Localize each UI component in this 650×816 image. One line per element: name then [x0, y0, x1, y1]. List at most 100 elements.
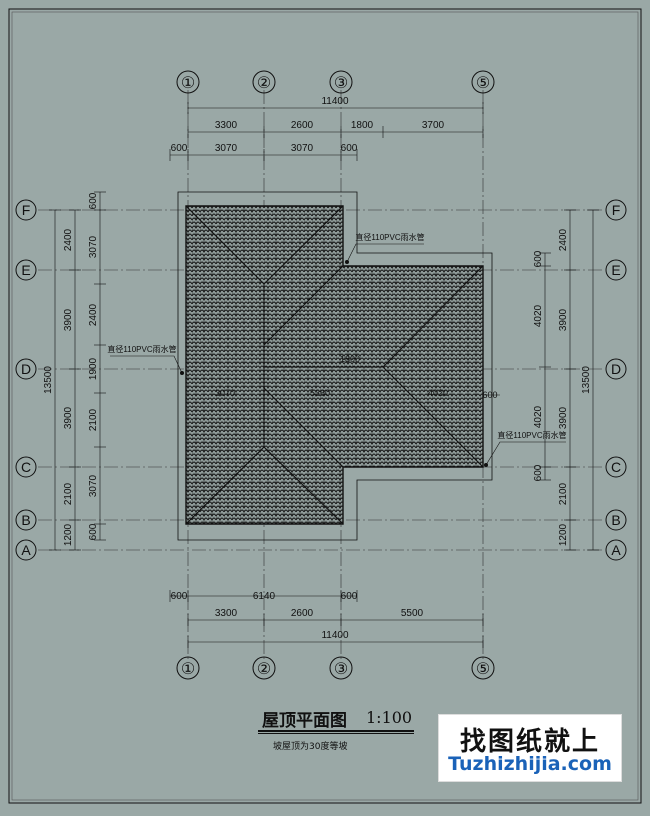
dimension-text: 600 [171, 143, 188, 154]
axis-bubble-v-bottom: ⑤ [471, 656, 495, 680]
dimension-text: 3300 [215, 120, 238, 131]
ridge-label: 1800 [340, 354, 360, 364]
axis-label: B [611, 512, 620, 528]
dimension-text: 3900 [558, 406, 569, 429]
axis-label: ⑤ [476, 661, 490, 678]
drawing-frame-inner [11, 11, 639, 801]
offset-label: 600 [482, 390, 497, 400]
axis-bubble-h-left: E [15, 259, 37, 281]
axis-bubble-v-bottom: ② [252, 656, 276, 680]
axis-bubble-h-left: C [15, 456, 37, 478]
dimension-text: 2100 [88, 408, 99, 431]
watermark-box: 找图纸就上 Tuzhizhijia.com [438, 714, 622, 782]
dimension-text: 600 [533, 464, 544, 481]
right-dimensions [483, 209, 599, 551]
roof-tiles [185, 205, 484, 525]
drawing-scale: 1:100 [366, 708, 413, 727]
dimension-text: 3300 [215, 608, 238, 619]
axis-bubble-v-top: ⑤ [471, 70, 495, 94]
dimension-text: 600 [341, 143, 358, 154]
dimension-text: 2600 [291, 608, 314, 619]
axis-bubble-h-left: D [15, 358, 37, 380]
dimension-text: 13500 [43, 366, 54, 394]
axis-bubble-v-top: ③ [329, 70, 353, 94]
axis-label: F [612, 202, 621, 218]
axis-label: F [22, 202, 31, 218]
axis-label: ② [257, 75, 271, 92]
dimension-text: 600 [533, 250, 544, 267]
axis-bubble-h-right: C [605, 456, 627, 478]
ridge-label: 4020 [428, 388, 448, 398]
axis-bubble-v-top: ② [252, 70, 276, 94]
dimension-text: 6140 [253, 591, 276, 602]
dimension-text: 4020 [533, 304, 544, 327]
axis-label: C [611, 459, 621, 475]
axis-bubble-h-left: A [15, 539, 37, 561]
dimension-text: 11400 [321, 630, 349, 641]
dimension-text: 3070 [88, 474, 99, 497]
annotation-texts: 直径110PVC雨水管直径110PVC雨水管直径110PVC雨水管1800307… [107, 232, 566, 440]
dimension-text: 3900 [63, 308, 74, 331]
axis-bubble-h-left: B [15, 509, 37, 531]
dimension-text: 13500 [581, 366, 592, 394]
axis-bubble-h-right: F [605, 199, 627, 221]
drawing-frame [8, 8, 642, 804]
axis-label: C [21, 459, 31, 475]
dimension-text: 3070 [291, 143, 314, 154]
roof-hips [185, 205, 484, 525]
dimension-text: 600 [88, 192, 99, 209]
axis-label: ① [181, 75, 195, 92]
drawing-subtitle: 坡屋顶为30度等坡 [273, 742, 348, 752]
dimension-text: 600 [171, 591, 188, 602]
axis-label: ② [257, 661, 271, 678]
dimension-text: 1800 [351, 120, 374, 131]
axis-label: D [611, 361, 621, 377]
axis-label: D [21, 361, 31, 377]
axis-label: B [21, 512, 30, 528]
dimension-text: 3070 [88, 235, 99, 258]
dimension-text: 5500 [401, 608, 424, 619]
dimension-text: 4020 [533, 405, 544, 428]
dimension-text: 2100 [558, 482, 569, 505]
axis-bubble-h-right: B [605, 509, 627, 531]
axis-bubble-v-bottom: ③ [329, 656, 353, 680]
watermark-text: 找图纸就上 [459, 727, 600, 757]
axis-bubble-h-right: A [605, 539, 627, 561]
dimension-text: 2100 [63, 482, 74, 505]
dimension-text: 2400 [88, 303, 99, 326]
pipe-label: 直径110PVC雨水管 [107, 344, 176, 354]
dimension-text: 1900 [88, 357, 99, 380]
axis-bubble-h-left: F [15, 199, 37, 221]
axis-label: ③ [334, 661, 348, 678]
axis-bubble-v-bottom: ① [176, 656, 200, 680]
axis-label: A [611, 542, 621, 558]
dimension-text: 2600 [291, 120, 314, 131]
axis-label: A [21, 542, 31, 558]
dimension-text: 3700 [422, 120, 445, 131]
dimension-text: 2400 [63, 228, 74, 251]
leader-lines [110, 243, 566, 466]
left-dimensions [49, 191, 106, 551]
ridge-label: 3070 [215, 388, 235, 398]
bottom-dimensions [169, 590, 484, 648]
axis-bubble-h-right: D [605, 358, 627, 380]
title-underline-thin [258, 733, 414, 734]
axis-label: ⑤ [476, 75, 490, 92]
axis-bubble-v-top: ① [176, 70, 200, 94]
top-dimensions [169, 102, 484, 161]
dimension-text: 600 [88, 523, 99, 540]
dimension-texts: 11400 3300 2600 1800 3700 600 3070 3070 600 600 61… [43, 96, 592, 641]
watermark-url: Tuzhizhijia.com [448, 753, 612, 775]
dimension-text: 3900 [63, 406, 74, 429]
dimension-text: 1200 [558, 523, 569, 546]
pipe-label: 直径110PVC雨水管 [355, 232, 424, 242]
dimension-text: 3900 [558, 308, 569, 331]
axis-label: E [611, 262, 620, 278]
ridge-label: 5360 [310, 388, 330, 398]
dimension-text: 600 [341, 591, 358, 602]
dimension-text: 2400 [558, 228, 569, 251]
dimension-text: 1200 [63, 523, 74, 546]
